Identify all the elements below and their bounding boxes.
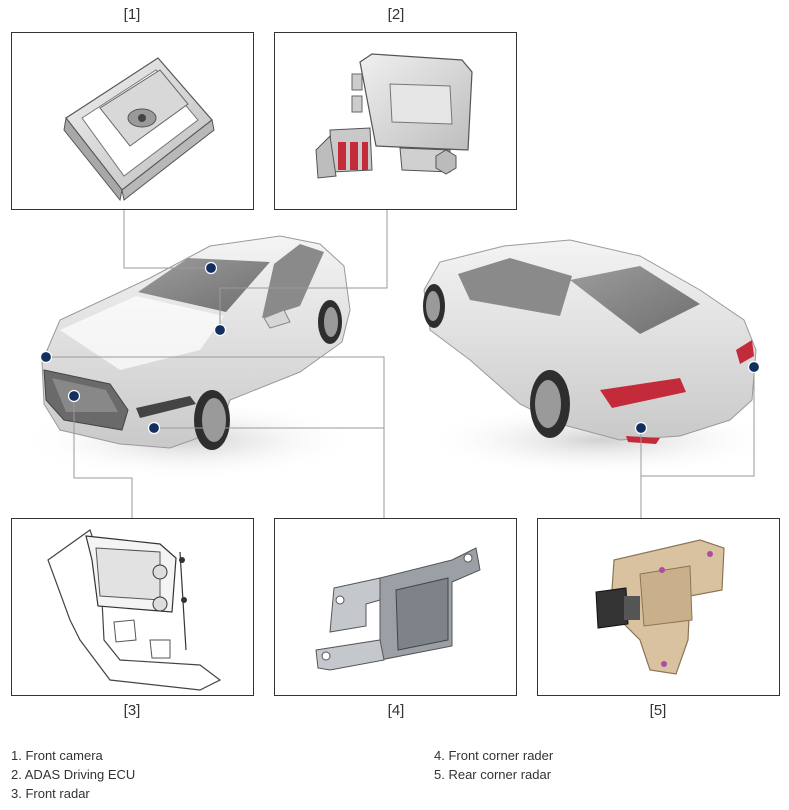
legend-item-5: 5. Rear corner radar [434,767,552,782]
leader-line-2 [219,210,388,330]
legend-item-1: 1. Front camera [11,748,103,763]
front-corner-radar-dot-right [147,421,161,435]
front-radar-dot [67,389,81,403]
leader-line-3 [73,396,133,518]
front-radar-illustration [47,529,222,691]
callout-label-1: [1] [123,6,141,23]
front-corner-radar-dot-left [39,350,53,364]
location-dots [39,261,761,435]
callout-label-2: [2] [387,6,405,23]
front-camera-dot [204,261,218,275]
adas-ecu-illustration [315,53,473,179]
front-corner-radar-illustration [315,547,481,671]
leader-line-4a [46,356,385,518]
leader-line-1 [123,210,211,269]
callout-label-5: [5] [649,702,667,719]
rear-corner-radar-illustration [595,539,725,675]
adas-ecu-dot [213,323,227,337]
legend-item-2: 2. ADAS Driving ECU [11,767,136,782]
callout-label-4: [4] [387,702,405,719]
legend-item-3: 3. Front radar [11,786,90,801]
legend-item-4: 4. Front corner rader [434,748,554,763]
front-camera-illustration [63,57,215,202]
rear-car-illustration [420,239,780,476]
leader-line-5b [641,367,755,477]
rear-corner-radar-dot-left [634,421,648,435]
front-car-illustration [20,235,360,480]
callout-label-3: [3] [123,702,141,719]
leader-lines [46,210,755,518]
rear-corner-radar-dot-right [747,360,761,374]
